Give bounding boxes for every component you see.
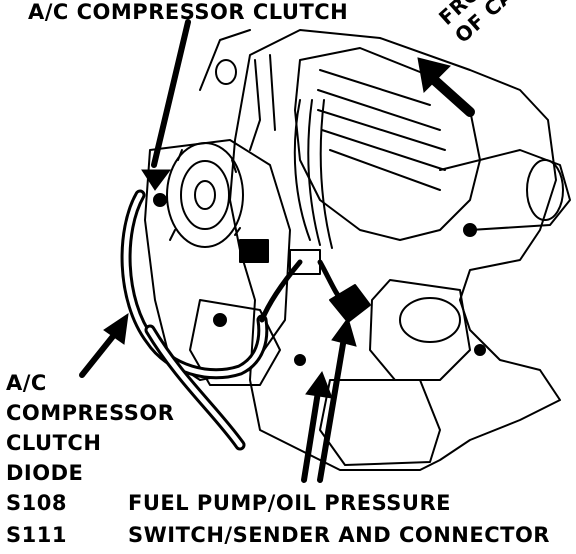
diode-label-line-2: COMPRESSOR <box>6 401 175 425</box>
diode-label-line-4: DIODE <box>6 461 84 485</box>
compressor-clutch-label: A/C COMPRESSOR CLUTCH <box>28 0 349 24</box>
clutch-arrow-shaft <box>151 19 191 168</box>
upper-details <box>199 29 276 151</box>
diode-label-line-1: A/C <box>6 371 47 395</box>
diode-lead-inner <box>147 327 243 448</box>
bolt-1 <box>153 193 167 207</box>
bolt-3 <box>294 354 306 366</box>
compressor-mount <box>189 299 281 386</box>
intake-opening <box>526 159 564 221</box>
wire-to-connector <box>259 259 303 323</box>
fuel-arrow-right-head <box>331 316 357 347</box>
front-arrow-head <box>417 57 451 94</box>
intake-tube <box>439 149 571 231</box>
hose-bundle <box>293 99 333 249</box>
lower-pulley <box>399 297 461 343</box>
fuel-arrow-left-shaft <box>301 389 321 483</box>
wire-to-sender <box>317 259 345 303</box>
valve-cover-ribs <box>317 69 446 191</box>
splice-s108-label: S108 <box>6 491 67 515</box>
connector-dark <box>239 239 269 263</box>
clutch-arrow-head <box>141 169 171 191</box>
fuel-arrow-left-head <box>305 370 333 399</box>
diode-harness <box>120 189 269 380</box>
clutch-teeth <box>169 149 241 241</box>
clutch-hub <box>180 160 230 230</box>
clutch-center <box>194 180 216 210</box>
engine-block <box>229 29 561 471</box>
fuel-pump-label-line-2: SWITCH/SENDER AND CONNECTOR <box>128 523 550 547</box>
bolt-2 <box>213 313 227 327</box>
compressor-clutch-face <box>166 142 244 248</box>
oil-pan <box>319 379 441 466</box>
diode-label-line-3: CLUTCH <box>6 431 102 455</box>
diode-harness-inner <box>123 192 266 377</box>
lower-block <box>369 279 471 381</box>
diode-arrow-head <box>103 312 129 345</box>
upper-cap <box>215 59 237 85</box>
bolt-5 <box>474 344 486 356</box>
splice-s111-label: S111 <box>6 523 67 547</box>
front-arrow-shaft <box>427 73 475 117</box>
bolt-4 <box>463 223 477 237</box>
diode-label: A/C COMPRESSOR CLUTCH DIODE <box>6 368 174 488</box>
valve-cover <box>294 47 481 241</box>
fuel-arrow-right-shaft <box>317 335 347 483</box>
fuel-pump-label-line-1: FUEL PUMP/OIL PRESSURE <box>128 491 451 515</box>
diode-arrow-shaft <box>79 327 121 378</box>
